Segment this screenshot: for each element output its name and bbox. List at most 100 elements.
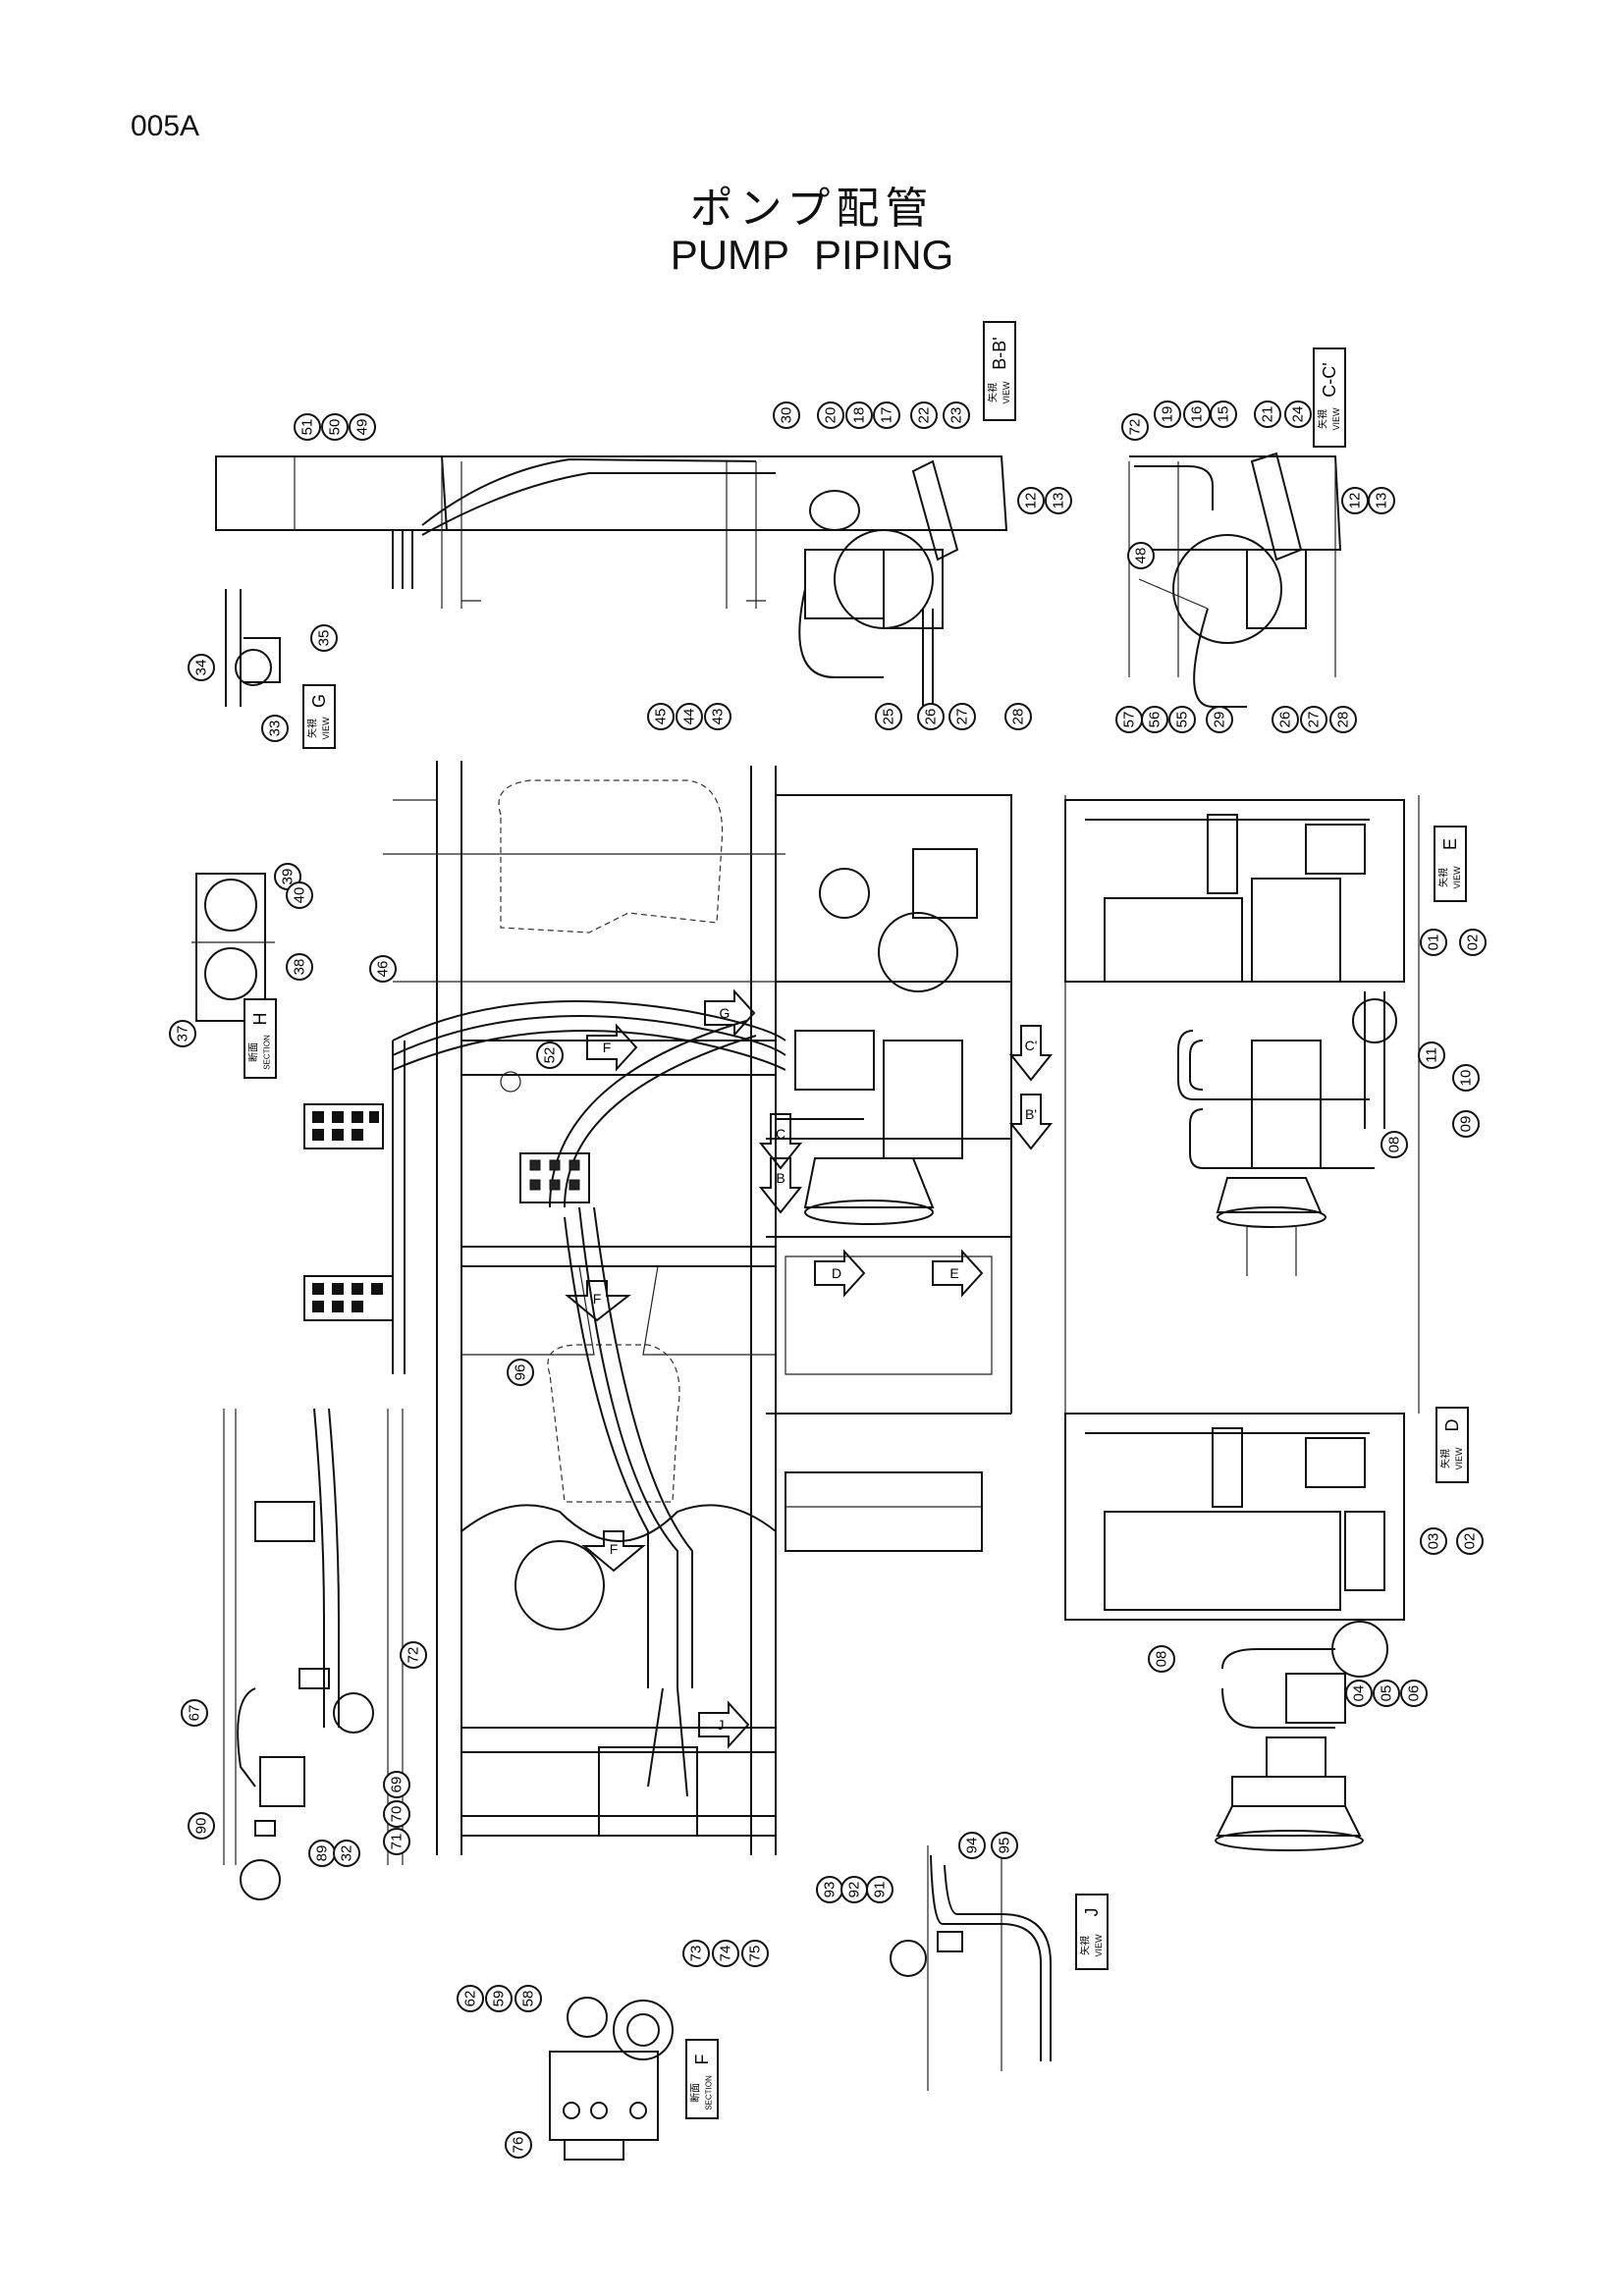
svg-text:39: 39 (280, 869, 297, 885)
part-balloon-23: 23 (943, 401, 970, 429)
pump-assembly (766, 794, 1012, 1552)
svg-text:VIEW: VIEW (1454, 1447, 1464, 1470)
svg-text:E: E (1440, 838, 1460, 850)
svg-text:断面: 断面 (689, 2083, 702, 2103)
svg-text:29: 29 (1212, 712, 1228, 728)
part-balloon-09: 09 (1452, 1110, 1480, 1138)
main-plan-view (383, 761, 786, 1855)
part-balloon-13: 13 (1368, 487, 1395, 514)
part-balloon-27: 27 (1300, 706, 1327, 733)
svg-text:SECTION: SECTION (263, 1035, 272, 1070)
part-balloon-73: 73 (682, 1940, 710, 1967)
svg-text:94: 94 (964, 1838, 981, 1854)
svg-text:33: 33 (267, 721, 284, 737)
svg-text:SECTION: SECTION (705, 2075, 714, 2110)
part-balloon-24: 24 (1284, 400, 1312, 428)
svg-text:矢視: 矢視 (1437, 868, 1450, 887)
section-f-drawing (549, 1997, 674, 2161)
arrow-f-lower: F (565, 1280, 631, 1322)
part-balloon-22: 22 (910, 401, 938, 429)
part-balloon-72: 72 (1121, 413, 1149, 441)
svg-text:91: 91 (872, 1882, 889, 1898)
svg-text:76: 76 (511, 2137, 527, 2154)
part-balloon-91: 91 (866, 1876, 893, 1903)
svg-text:C-C': C-C' (1320, 362, 1339, 397)
svg-text:02: 02 (1465, 934, 1482, 951)
part-balloon-48: 48 (1127, 542, 1155, 569)
view-e-label: 矢視 VIEW E (1434, 826, 1467, 902)
part-balloon-89: 89 (308, 1840, 336, 1867)
svg-text:75: 75 (747, 1946, 764, 1962)
svg-text:27: 27 (1306, 712, 1323, 728)
svg-text:73: 73 (688, 1946, 705, 1962)
svg-text:20: 20 (823, 407, 839, 424)
part-balloon-69: 69 (383, 1771, 410, 1798)
part-balloon-28: 28 (1329, 706, 1357, 733)
svg-text:05: 05 (1379, 1685, 1395, 1702)
part-balloon-26: 26 (917, 703, 945, 730)
part-balloon-72: 72 (400, 1641, 427, 1669)
svg-text:44: 44 (681, 709, 698, 725)
part-balloon-75: 75 (741, 1940, 769, 1967)
part-balloon-35: 35 (310, 624, 338, 652)
svg-text:57: 57 (1121, 712, 1138, 728)
part-balloon-06: 06 (1400, 1680, 1428, 1707)
svg-text:23: 23 (948, 407, 965, 424)
svg-text:48: 48 (1133, 548, 1150, 564)
svg-text:95: 95 (997, 1838, 1013, 1854)
svg-text:16: 16 (1189, 406, 1206, 423)
svg-text:J: J (718, 1717, 725, 1733)
part-balloon-15: 15 (1210, 400, 1237, 428)
part-balloon-04: 04 (1345, 1680, 1373, 1707)
title-english: PUMP PIPING (670, 232, 954, 278)
part-balloon-20: 20 (817, 401, 844, 429)
section-h-label: 断面 SECTION H (244, 998, 277, 1079)
svg-text:69: 69 (389, 1777, 406, 1793)
part-balloon-62: 62 (457, 1985, 484, 2012)
svg-text:51: 51 (299, 419, 316, 436)
part-balloon-19: 19 (1154, 400, 1181, 428)
part-balloon-96: 96 (507, 1359, 534, 1386)
part-balloon-90: 90 (188, 1812, 215, 1840)
part-balloon-94: 94 (958, 1832, 986, 1859)
part-balloon-76: 76 (505, 2131, 532, 2159)
part-balloon-93: 93 (816, 1876, 843, 1903)
part-balloon-25: 25 (875, 703, 902, 730)
svg-text:25: 25 (881, 709, 897, 725)
part-balloon-11: 11 (1418, 1041, 1445, 1069)
control-valve-blocks (303, 1103, 394, 1321)
part-balloon-51: 51 (294, 413, 321, 441)
svg-text:17: 17 (879, 407, 895, 424)
part-balloon-21: 21 (1254, 400, 1281, 428)
svg-text:VIEW: VIEW (321, 717, 331, 740)
svg-text:C': C' (1025, 1038, 1038, 1053)
svg-text:46: 46 (375, 961, 392, 978)
part-balloon-30: 30 (773, 401, 800, 429)
svg-text:09: 09 (1458, 1116, 1475, 1133)
svg-text:24: 24 (1290, 406, 1307, 423)
part-balloon-12: 12 (1017, 487, 1045, 514)
part-balloon-52: 52 (536, 1041, 564, 1069)
svg-text:43: 43 (710, 709, 727, 725)
part-balloon-08: 08 (1380, 1131, 1408, 1158)
arrow-d: D (814, 1249, 866, 1298)
svg-text:26: 26 (1277, 712, 1294, 728)
part-balloon-33: 33 (261, 715, 289, 742)
svg-text:12: 12 (1023, 493, 1040, 509)
svg-text:VIEW: VIEW (1001, 381, 1011, 404)
arrow-e: E (932, 1249, 984, 1298)
view-j-label: 矢視 VIEW J (1075, 1894, 1109, 1970)
part-balloon-37: 37 (169, 1020, 196, 1047)
view-cc-label: 矢視 VIEW C-C' (1313, 347, 1346, 448)
part-balloon-05: 05 (1373, 1680, 1400, 1707)
svg-text:18: 18 (851, 407, 868, 424)
arrow-f: F (586, 1023, 638, 1072)
svg-text:10: 10 (1458, 1070, 1475, 1087)
svg-text:矢視: 矢視 (306, 719, 319, 738)
arrow-g: G (704, 988, 756, 1038)
svg-text:70: 70 (389, 1806, 406, 1823)
part-balloon-74: 74 (712, 1940, 739, 1967)
svg-text:矢視: 矢視 (1317, 409, 1329, 429)
page-code: 005A (131, 110, 200, 142)
